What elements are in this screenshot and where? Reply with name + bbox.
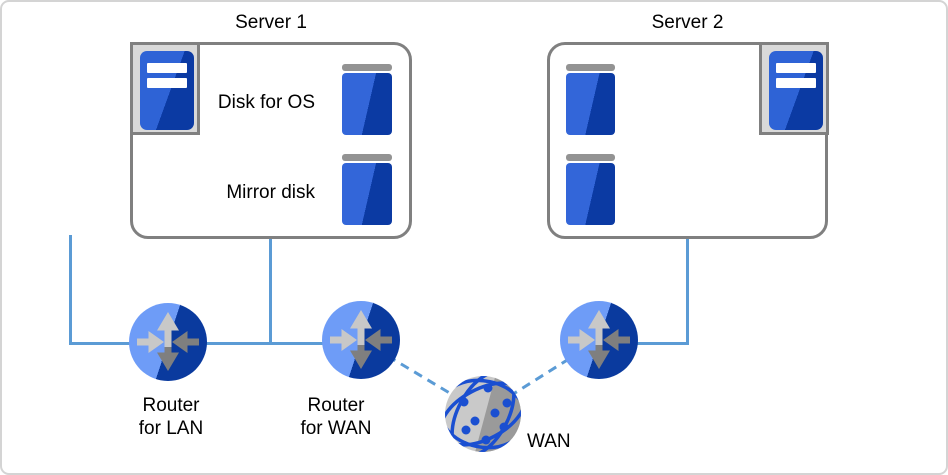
disk-cap [342,64,392,71]
router-wan-label-line2: for WAN [300,418,372,439]
disk-icon [566,64,615,135]
disk-body [342,73,392,135]
router-arrows-icon [330,310,392,369]
server-slot-icon [147,63,187,73]
disk-cap [342,154,392,161]
globe-icon [445,376,521,452]
disk-for-os-label: Disk for OS [217,92,315,113]
disk-body [566,73,615,135]
router-arrows-icon [137,312,199,371]
router-wan-label-line1: Router [307,395,365,416]
disk-icon [342,154,392,225]
server1-title: Server 1 [235,12,307,33]
disk-icon [342,64,392,135]
server2-title: Server 2 [651,12,724,33]
server-slot-icon [776,78,816,88]
disk-body [566,163,615,225]
disk-icon [566,154,615,225]
server-chassis-icon [140,51,194,130]
router-wan-icon [322,301,400,379]
disk-cap [566,154,615,161]
server-chassis-icon [769,51,823,130]
server-slot-icon [776,63,816,73]
server-icon [759,42,829,135]
router-server2-icon [560,301,638,379]
lan-stub-line [69,235,361,345]
server-icon [130,42,200,135]
wan-globe-icon [444,375,522,453]
router-lan-label-line2: for LAN [138,418,204,439]
router-lan-icon [129,303,207,381]
mirror-disk-label: Mirror disk [226,182,315,203]
router-arrows-icon [568,310,630,369]
server-slot-icon [147,78,187,88]
wan-label: WAN [527,431,571,452]
router-lan-label-line1: Router [142,395,200,416]
disk-body [342,163,392,225]
disk-cap [566,64,615,71]
